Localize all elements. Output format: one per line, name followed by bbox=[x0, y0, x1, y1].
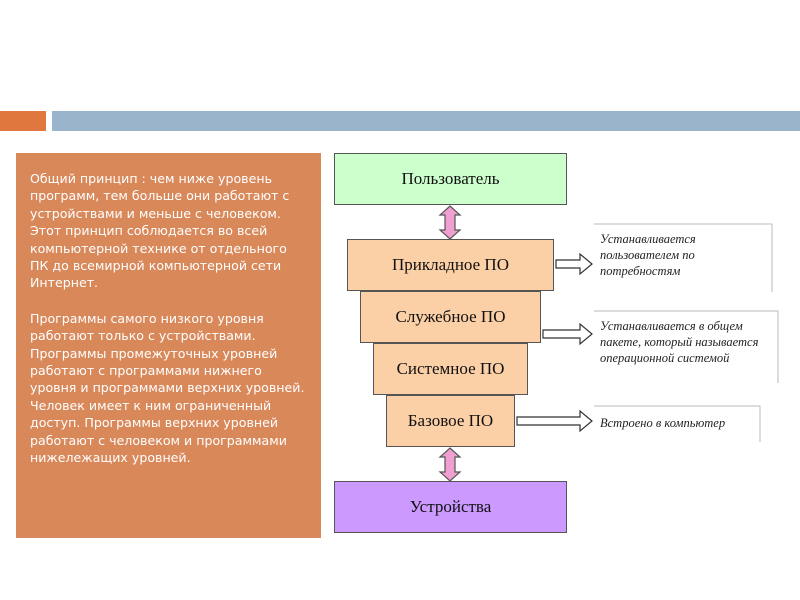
layer-user-label: Пользователь bbox=[401, 169, 500, 188]
layer-application-label: Прикладное ПО bbox=[392, 255, 509, 274]
arrow-right-system bbox=[542, 322, 593, 346]
principle-text-box: Общий принцип : чем ниже уровень програм… bbox=[16, 153, 321, 538]
layer-utility-software: Служебное ПО bbox=[360, 291, 541, 343]
note-system: Устанавливается в общем пакете, который … bbox=[600, 319, 759, 365]
layer-user: Пользователь bbox=[334, 153, 567, 205]
double-arrow-user-app bbox=[438, 205, 462, 240]
layer-devices: Устройства bbox=[334, 481, 567, 533]
note-application: Устанавливается пользователем по потребн… bbox=[600, 232, 696, 278]
layer-base-label: Базовое ПО bbox=[407, 411, 494, 430]
arrow-right-base bbox=[516, 409, 593, 433]
decorative-bar-orange bbox=[0, 111, 46, 131]
principle-paragraph-2: Программы самого низкого уровня работают… bbox=[30, 310, 305, 466]
layer-system-software: Системное ПО bbox=[373, 343, 528, 395]
layer-base-software: Базовое ПО bbox=[386, 395, 515, 447]
note-bracket-system bbox=[594, 310, 779, 383]
note-bracket-application bbox=[594, 223, 773, 292]
note-base: Встроено в компьютер bbox=[600, 416, 726, 430]
arrow-right-application bbox=[555, 252, 593, 276]
layer-application-software: Прикладное ПО bbox=[347, 239, 554, 291]
decorative-bar-blue bbox=[52, 111, 800, 131]
layer-system-label: Системное ПО bbox=[396, 359, 505, 378]
layer-devices-label: Устройства bbox=[409, 497, 492, 516]
principle-paragraph-1: Общий принцип : чем ниже уровень програм… bbox=[30, 171, 290, 291]
double-arrow-base-devices bbox=[438, 447, 462, 482]
note-bracket-base bbox=[594, 405, 761, 442]
layer-utility-label: Служебное ПО bbox=[395, 307, 506, 326]
